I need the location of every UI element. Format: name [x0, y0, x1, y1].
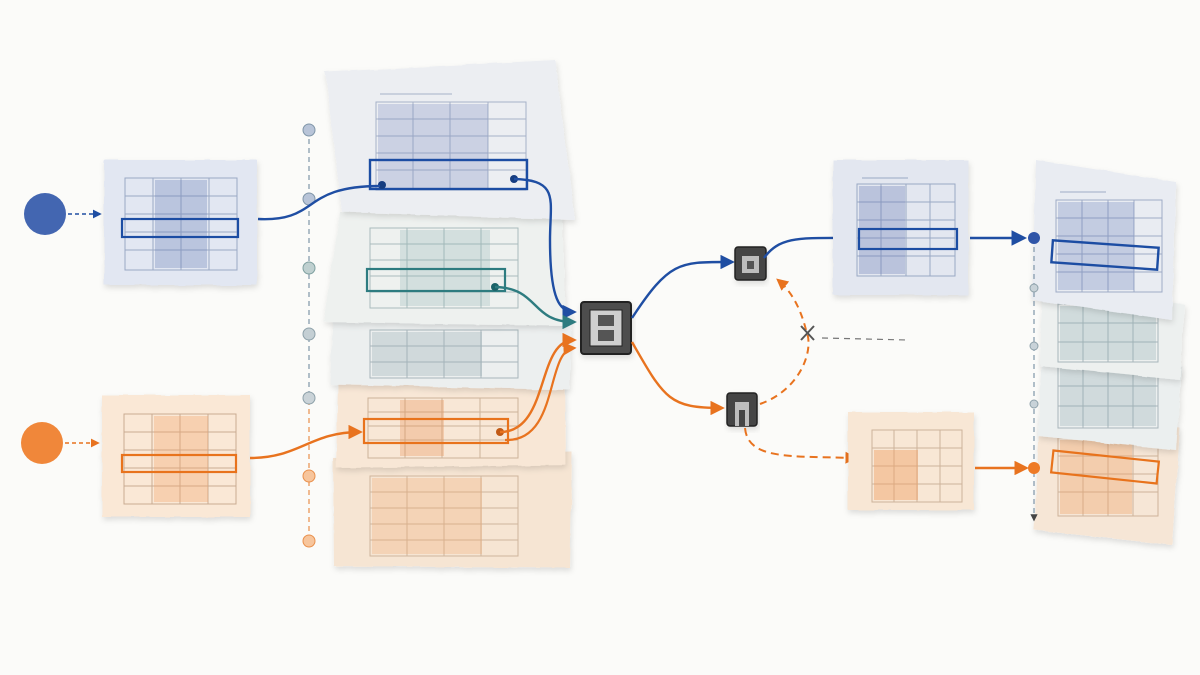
flow-line-orange-out: [744, 427, 858, 464]
highlight-row: [1050, 239, 1160, 271]
flow-line-orange-merge-2: [504, 342, 577, 442]
highlight-row: [365, 267, 507, 293]
highlight-row: [1049, 449, 1161, 485]
source-node-orange: [21, 422, 63, 464]
timeline-dot: [1029, 399, 1039, 409]
flow-line-teal-merge: [494, 285, 577, 330]
timeline-dot: [1028, 462, 1040, 474]
record-stack: [324, 60, 575, 568]
highlight-row: [120, 453, 238, 474]
record-sheet-orange-1: [336, 376, 566, 468]
output-table-blue: [833, 160, 968, 295]
flow-line-blue-router: [630, 254, 735, 319]
timeline-dot: [302, 391, 316, 405]
timeline-dot: [302, 469, 316, 483]
timeline-right: [1028, 232, 1040, 522]
rejected-dashed-line: [821, 337, 909, 341]
record-sheet-blue: [325, 60, 575, 220]
timeline-dot: [302, 534, 316, 548]
cross-icon: [800, 325, 815, 341]
flow-line-orange-in: [249, 424, 363, 460]
record-sheet-teal: [324, 208, 566, 326]
source-node-blue: [24, 193, 66, 235]
source-table-blue: [104, 160, 257, 285]
flow-line-blue-merge: [513, 177, 577, 320]
timeline-dot: [302, 123, 316, 137]
timeline-dot: [302, 327, 316, 341]
flow-line-orange-merge-1: [499, 332, 577, 434]
timeline-dot: [302, 261, 316, 275]
source-table-orange: [102, 395, 250, 517]
timeline-dot: [1029, 283, 1039, 293]
highlight-row: [857, 227, 959, 251]
flow-line-blue-in: [257, 184, 381, 221]
output-sheet-blue: [1032, 160, 1176, 320]
timeline-dot: [1028, 232, 1040, 244]
router-block-icon: [734, 246, 767, 281]
router-block-icon: [726, 392, 758, 427]
output-table-orange: [848, 412, 974, 510]
timeline-dot: [1029, 341, 1039, 351]
flow-line-orange-router: [630, 341, 725, 416]
timeline-left: [302, 123, 316, 548]
highlight-row: [368, 158, 529, 191]
highlight-row: [120, 217, 240, 239]
flow-line-orange-feedback: [759, 278, 810, 405]
record-sheet-slate: [330, 312, 572, 390]
merge-block-icon: [580, 301, 632, 355]
output-stack: [1032, 160, 1184, 545]
record-sheet-orange-2: [333, 452, 572, 568]
